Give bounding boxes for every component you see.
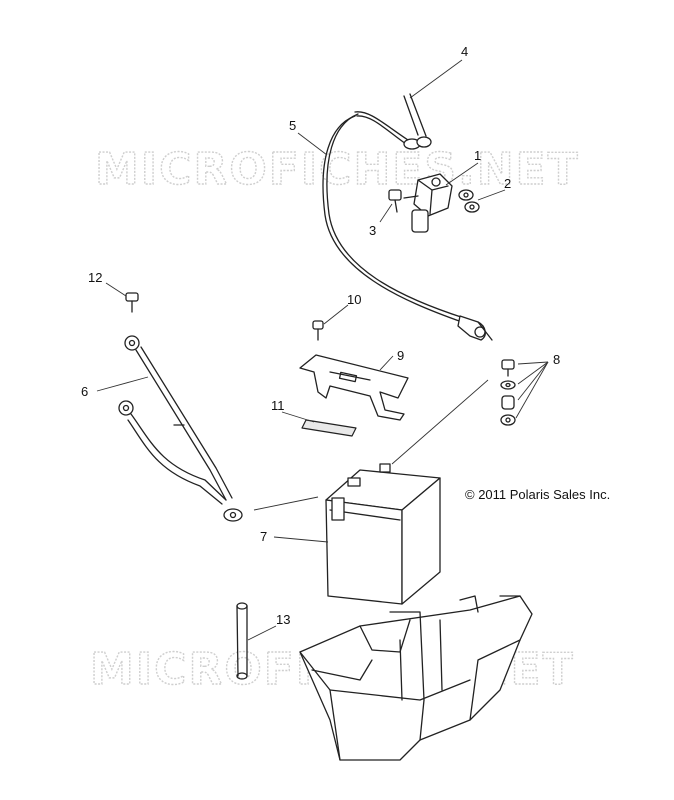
callout-2: 2 [504, 176, 511, 191]
callout-6: 6 [81, 384, 88, 399]
callout-12: 12 [88, 270, 102, 285]
screw-12 [125, 292, 139, 313]
hold-down-strap [118, 335, 243, 522]
watermark-top: MICROFICHES.NET [95, 144, 580, 195]
callout-7: 7 [260, 529, 267, 544]
callout-4: 4 [461, 44, 468, 59]
battery-box [299, 595, 533, 761]
battery-cable-positive [322, 113, 493, 341]
battery-cable-negative [354, 93, 432, 150]
callout-5: 5 [289, 118, 296, 133]
callout-9: 9 [397, 348, 404, 363]
bolt-small [388, 189, 402, 213]
callout-10: 10 [347, 292, 361, 307]
hardware-kit [500, 359, 516, 426]
foam-pad [301, 419, 357, 437]
solenoid-relay [403, 173, 453, 233]
battery-bracket [299, 354, 409, 421]
battery [325, 463, 441, 605]
copyright-text: © 2011 Polaris Sales Inc. [465, 487, 610, 502]
leader-lines [96, 59, 549, 641]
nut-pair [458, 189, 480, 213]
callout-1: 1 [474, 148, 481, 163]
push-rivet [312, 320, 324, 341]
vent-tube [236, 602, 248, 680]
callout-13: 13 [276, 612, 290, 627]
callout-8: 8 [553, 352, 560, 367]
callouts: 1 2 3 4 5 6 7 8 9 10 11 12 13 [81, 44, 560, 627]
callout-3: 3 [369, 223, 376, 238]
callout-11: 11 [271, 398, 285, 413]
